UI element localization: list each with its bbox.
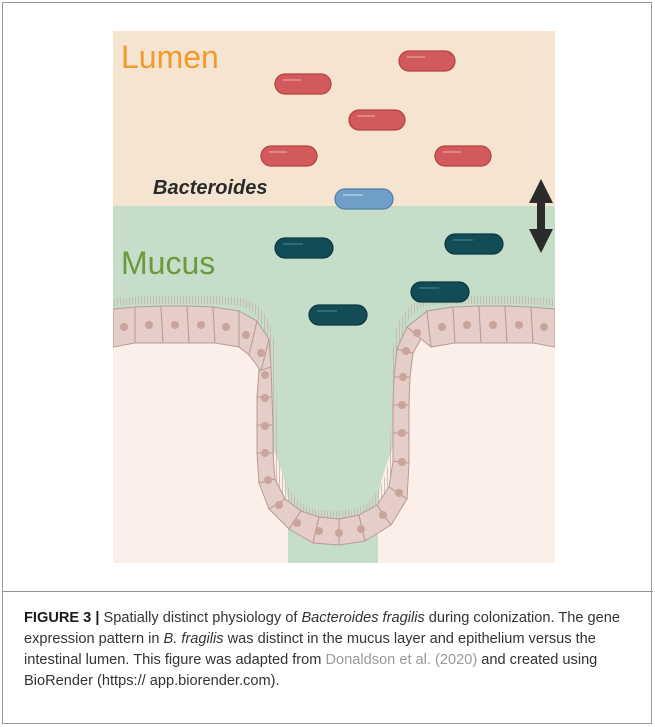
caption-text: Spatially distinct physiology of [99,610,301,626]
lumen-bacterium [435,146,491,166]
figure-illustration: Lumen Bacteroides Mucus [113,31,555,563]
bacteroides-label: Bacteroides [153,177,268,200]
caption-italic: B. fragilis [164,631,224,647]
mucus-bacterium [411,282,469,302]
lumen-bacterium [275,74,331,94]
caption-italic: Bacteroides fragilis [301,610,424,626]
caption-divider [3,591,653,592]
lumen-bacterium [349,110,405,130]
mucus-bacterium [275,238,333,258]
gut-diagram [113,31,555,563]
mucus-label: Mucus [121,245,215,282]
figure-caption: FIGURE 3 | Spatially distinct physiology… [24,608,636,692]
mucus-bacterium [309,305,367,325]
lumen-label: Lumen [121,39,219,76]
lumen-bacterium [261,146,317,166]
mucus-bacterium [445,234,503,254]
figure-number: FIGURE 3 | [24,610,99,626]
bacteroides-bacterium [335,189,393,209]
citation-link[interactable]: Donaldson et al. (2020) [326,652,478,668]
lumen-bacterium [399,51,455,71]
